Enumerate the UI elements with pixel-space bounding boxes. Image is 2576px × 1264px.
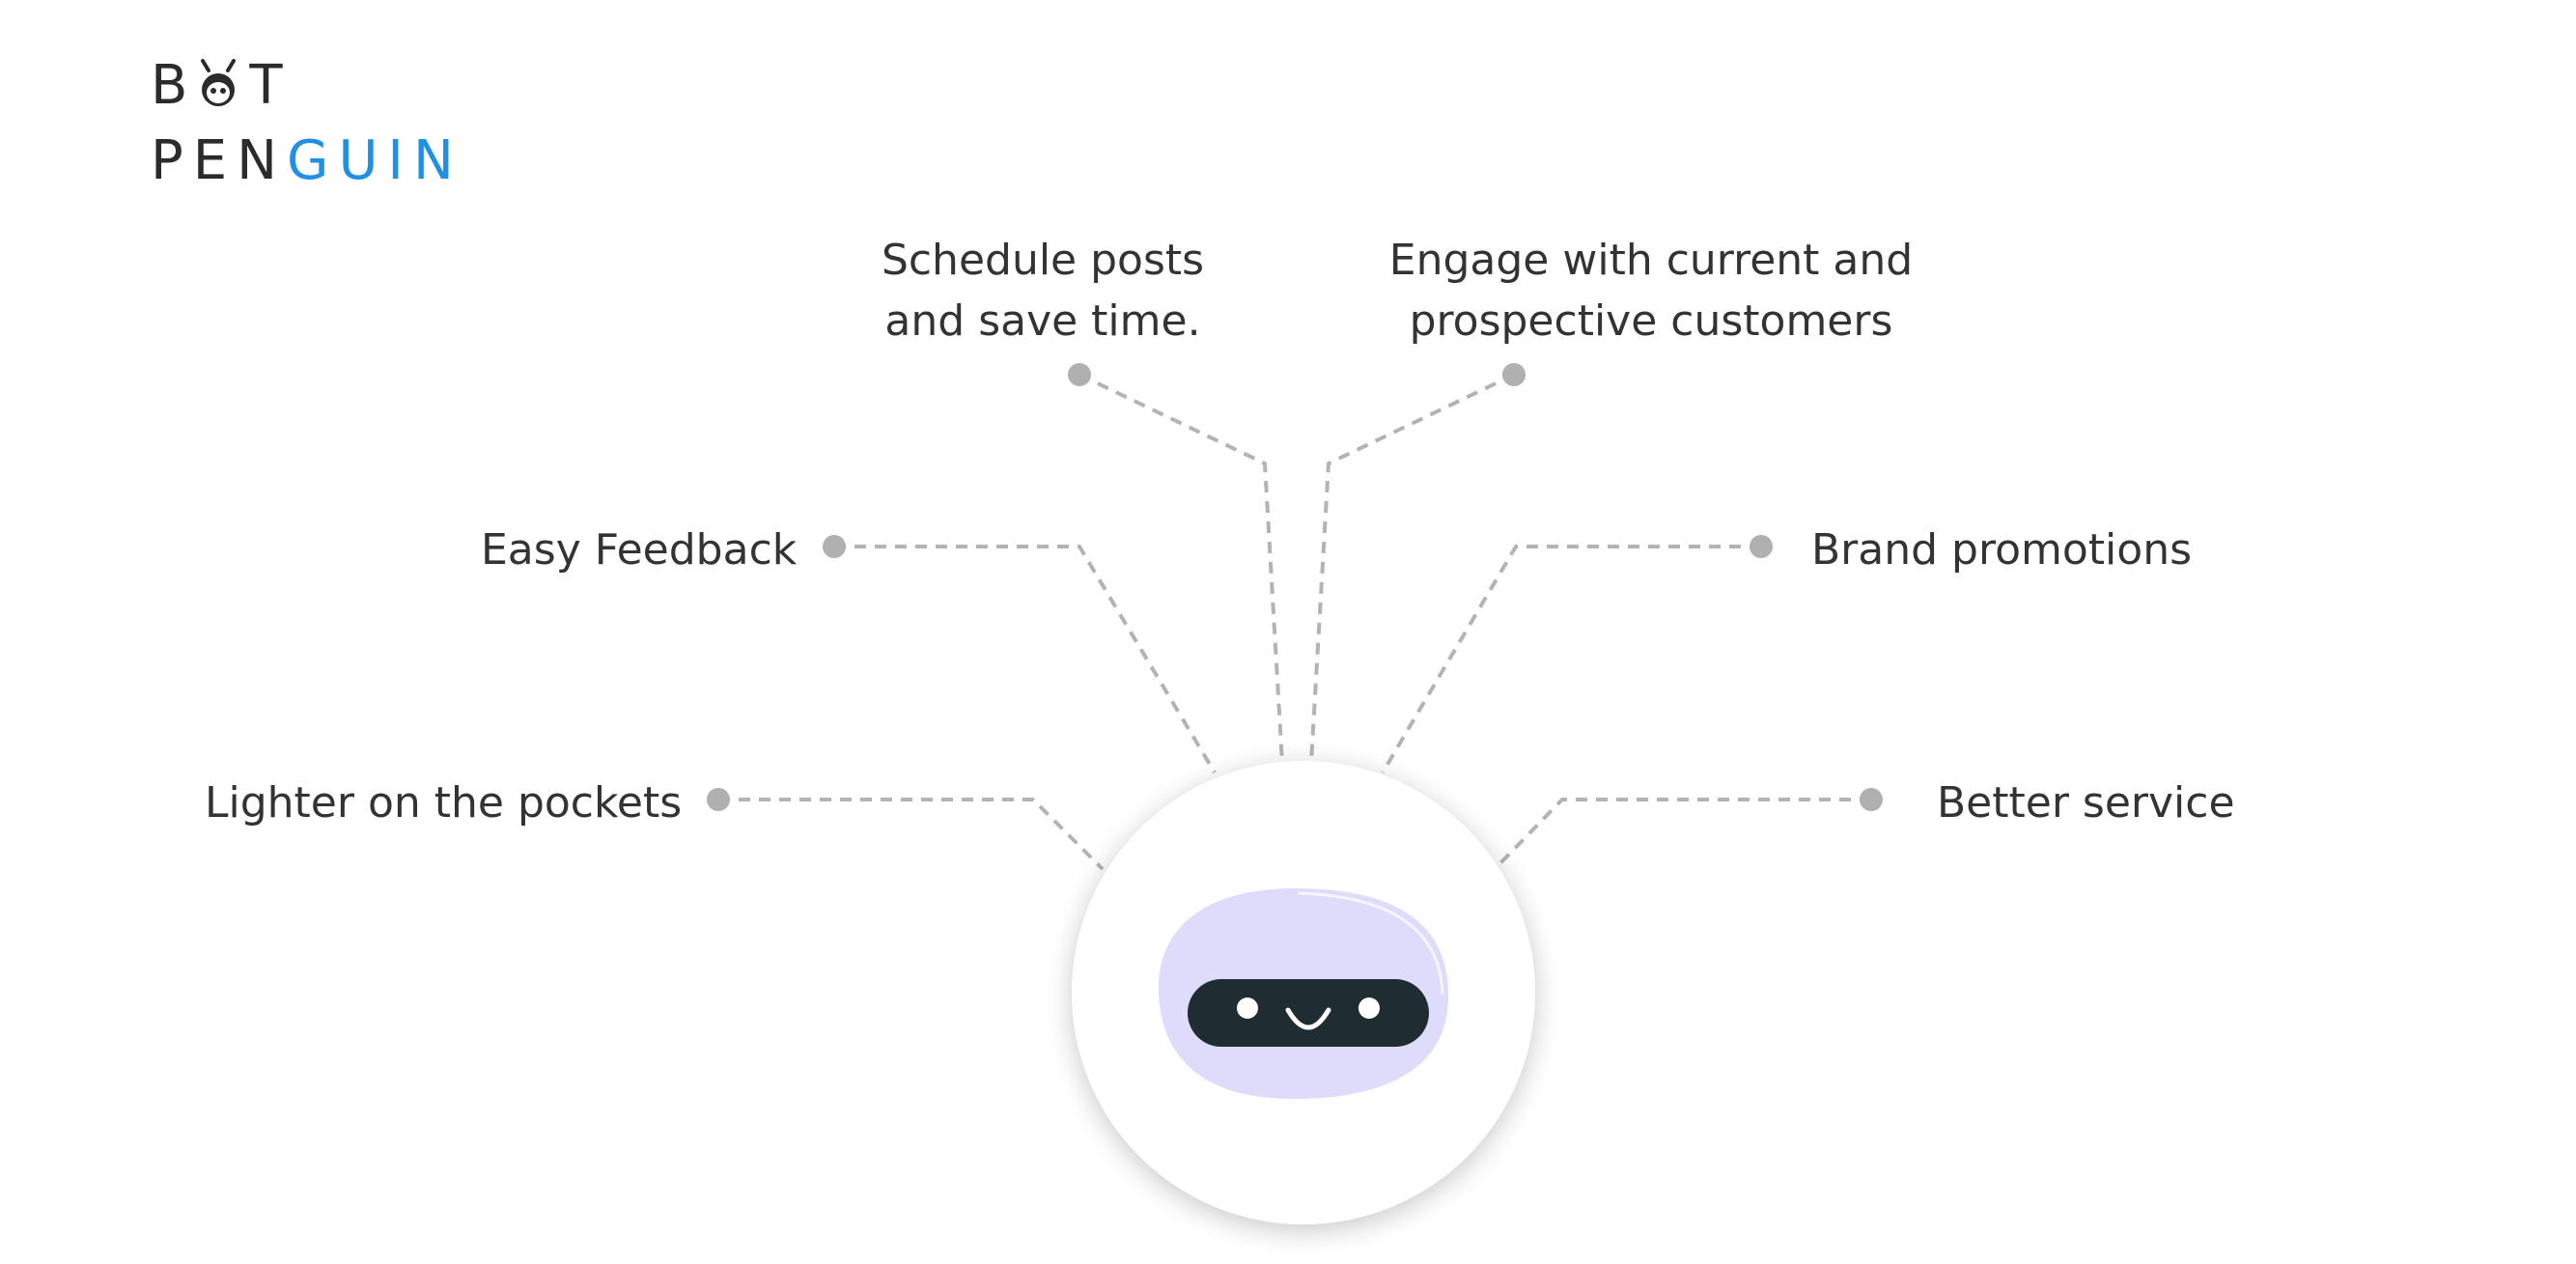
logo-line-1: B T: [151, 48, 463, 124]
label-feedback: Easy Feedback: [481, 525, 798, 575]
label-service: Better service: [1937, 778, 2235, 828]
dot-service: [1860, 788, 1883, 811]
bot-visor: [1188, 979, 1429, 1047]
dot-schedule: [1068, 363, 1091, 386]
bot-face-icon: [1158, 888, 1449, 1099]
connector-engage: [1309, 373, 1515, 764]
bot-smile: [1285, 1007, 1331, 1030]
connector-schedule: [1078, 373, 1284, 764]
label-promotions: Brand promotions: [1811, 525, 2193, 575]
label-engage: Engage with current and prospective cust…: [1388, 236, 1914, 346]
dot-pockets: [707, 788, 730, 811]
logo-bot-o-icon: [201, 59, 237, 106]
logo-guin: GUIN: [287, 129, 463, 192]
botpenguin-logo: B T PENGUIN: [151, 48, 463, 199]
label-pockets: Lighter on the pockets: [205, 778, 683, 828]
logo-letter-b: B: [151, 54, 198, 117]
dot-promotions: [1750, 535, 1773, 558]
connector-promotions: [1381, 545, 1761, 774]
bot-eye-right: [1358, 997, 1380, 1019]
label-schedule: Schedule posts and save time.: [881, 236, 1205, 346]
bot-eye-left: [1237, 997, 1258, 1019]
logo-pen: PEN: [151, 129, 288, 192]
connector-feedback: [834, 545, 1217, 774]
connector-pockets: [718, 798, 1105, 871]
logo-letter-t: T: [249, 54, 293, 117]
dot-engage: [1502, 363, 1526, 386]
dot-feedback: [823, 535, 846, 558]
connector-service: [1493, 798, 1871, 871]
logo-line-2: PENGUIN: [151, 124, 463, 199]
